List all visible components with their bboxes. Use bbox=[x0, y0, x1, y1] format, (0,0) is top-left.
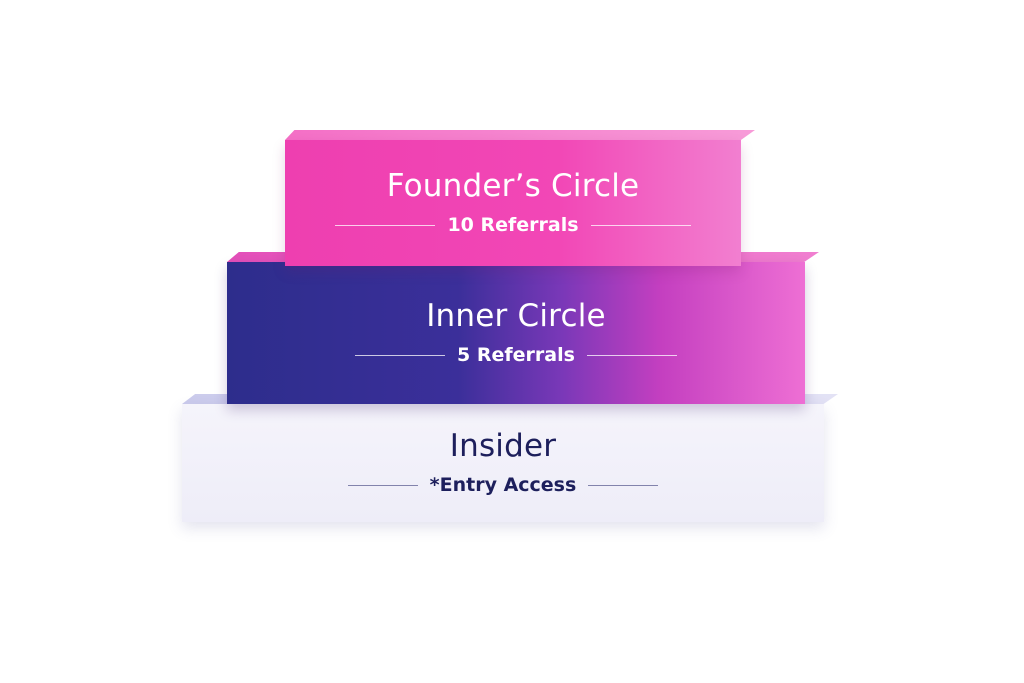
tier-inner-circle-block: Inner Circle 5 Referrals bbox=[227, 252, 819, 404]
tier-insider-block: Insider *Entry Access bbox=[182, 394, 838, 522]
tier-founders-circle-top-edge bbox=[285, 130, 755, 140]
tier-founders-circle-face: Founder’s Circle 10 Referrals bbox=[285, 140, 741, 266]
tier-insider-rule-left bbox=[347, 485, 418, 486]
tier-insider-title: Insider bbox=[449, 428, 557, 464]
tier-inner-circle-subtitle-row: 5 Referrals bbox=[355, 346, 677, 365]
tier-inner-circle-rule-right bbox=[586, 355, 677, 356]
tier-inner-circle-title: Inner Circle bbox=[426, 298, 606, 334]
tier-insider-subtitle-row: *Entry Access bbox=[347, 474, 659, 496]
tier-inner-circle-rule-left bbox=[355, 355, 446, 356]
tier-inner-circle-face: Inner Circle 5 Referrals bbox=[227, 262, 805, 404]
tier-founders-circle-rule-right bbox=[590, 225, 691, 226]
tier-inner-circle-subtitle: 5 Referrals bbox=[457, 344, 575, 366]
tier-founders-circle-subtitle: 10 Referrals bbox=[447, 214, 579, 236]
tier-founders-circle-title: Founder’s Circle bbox=[386, 168, 640, 204]
tier-founders-circle-block: Founder’s Circle 10 Referrals bbox=[285, 130, 755, 266]
tier-founders-circle-rule-left bbox=[335, 225, 436, 226]
tier-insider-face: Insider *Entry Access bbox=[182, 404, 824, 522]
tier-insider-subtitle: *Entry Access bbox=[429, 474, 577, 496]
tier-founders-circle-subtitle-row: 10 Referrals bbox=[335, 214, 691, 236]
tier-insider-rule-right bbox=[588, 485, 659, 486]
